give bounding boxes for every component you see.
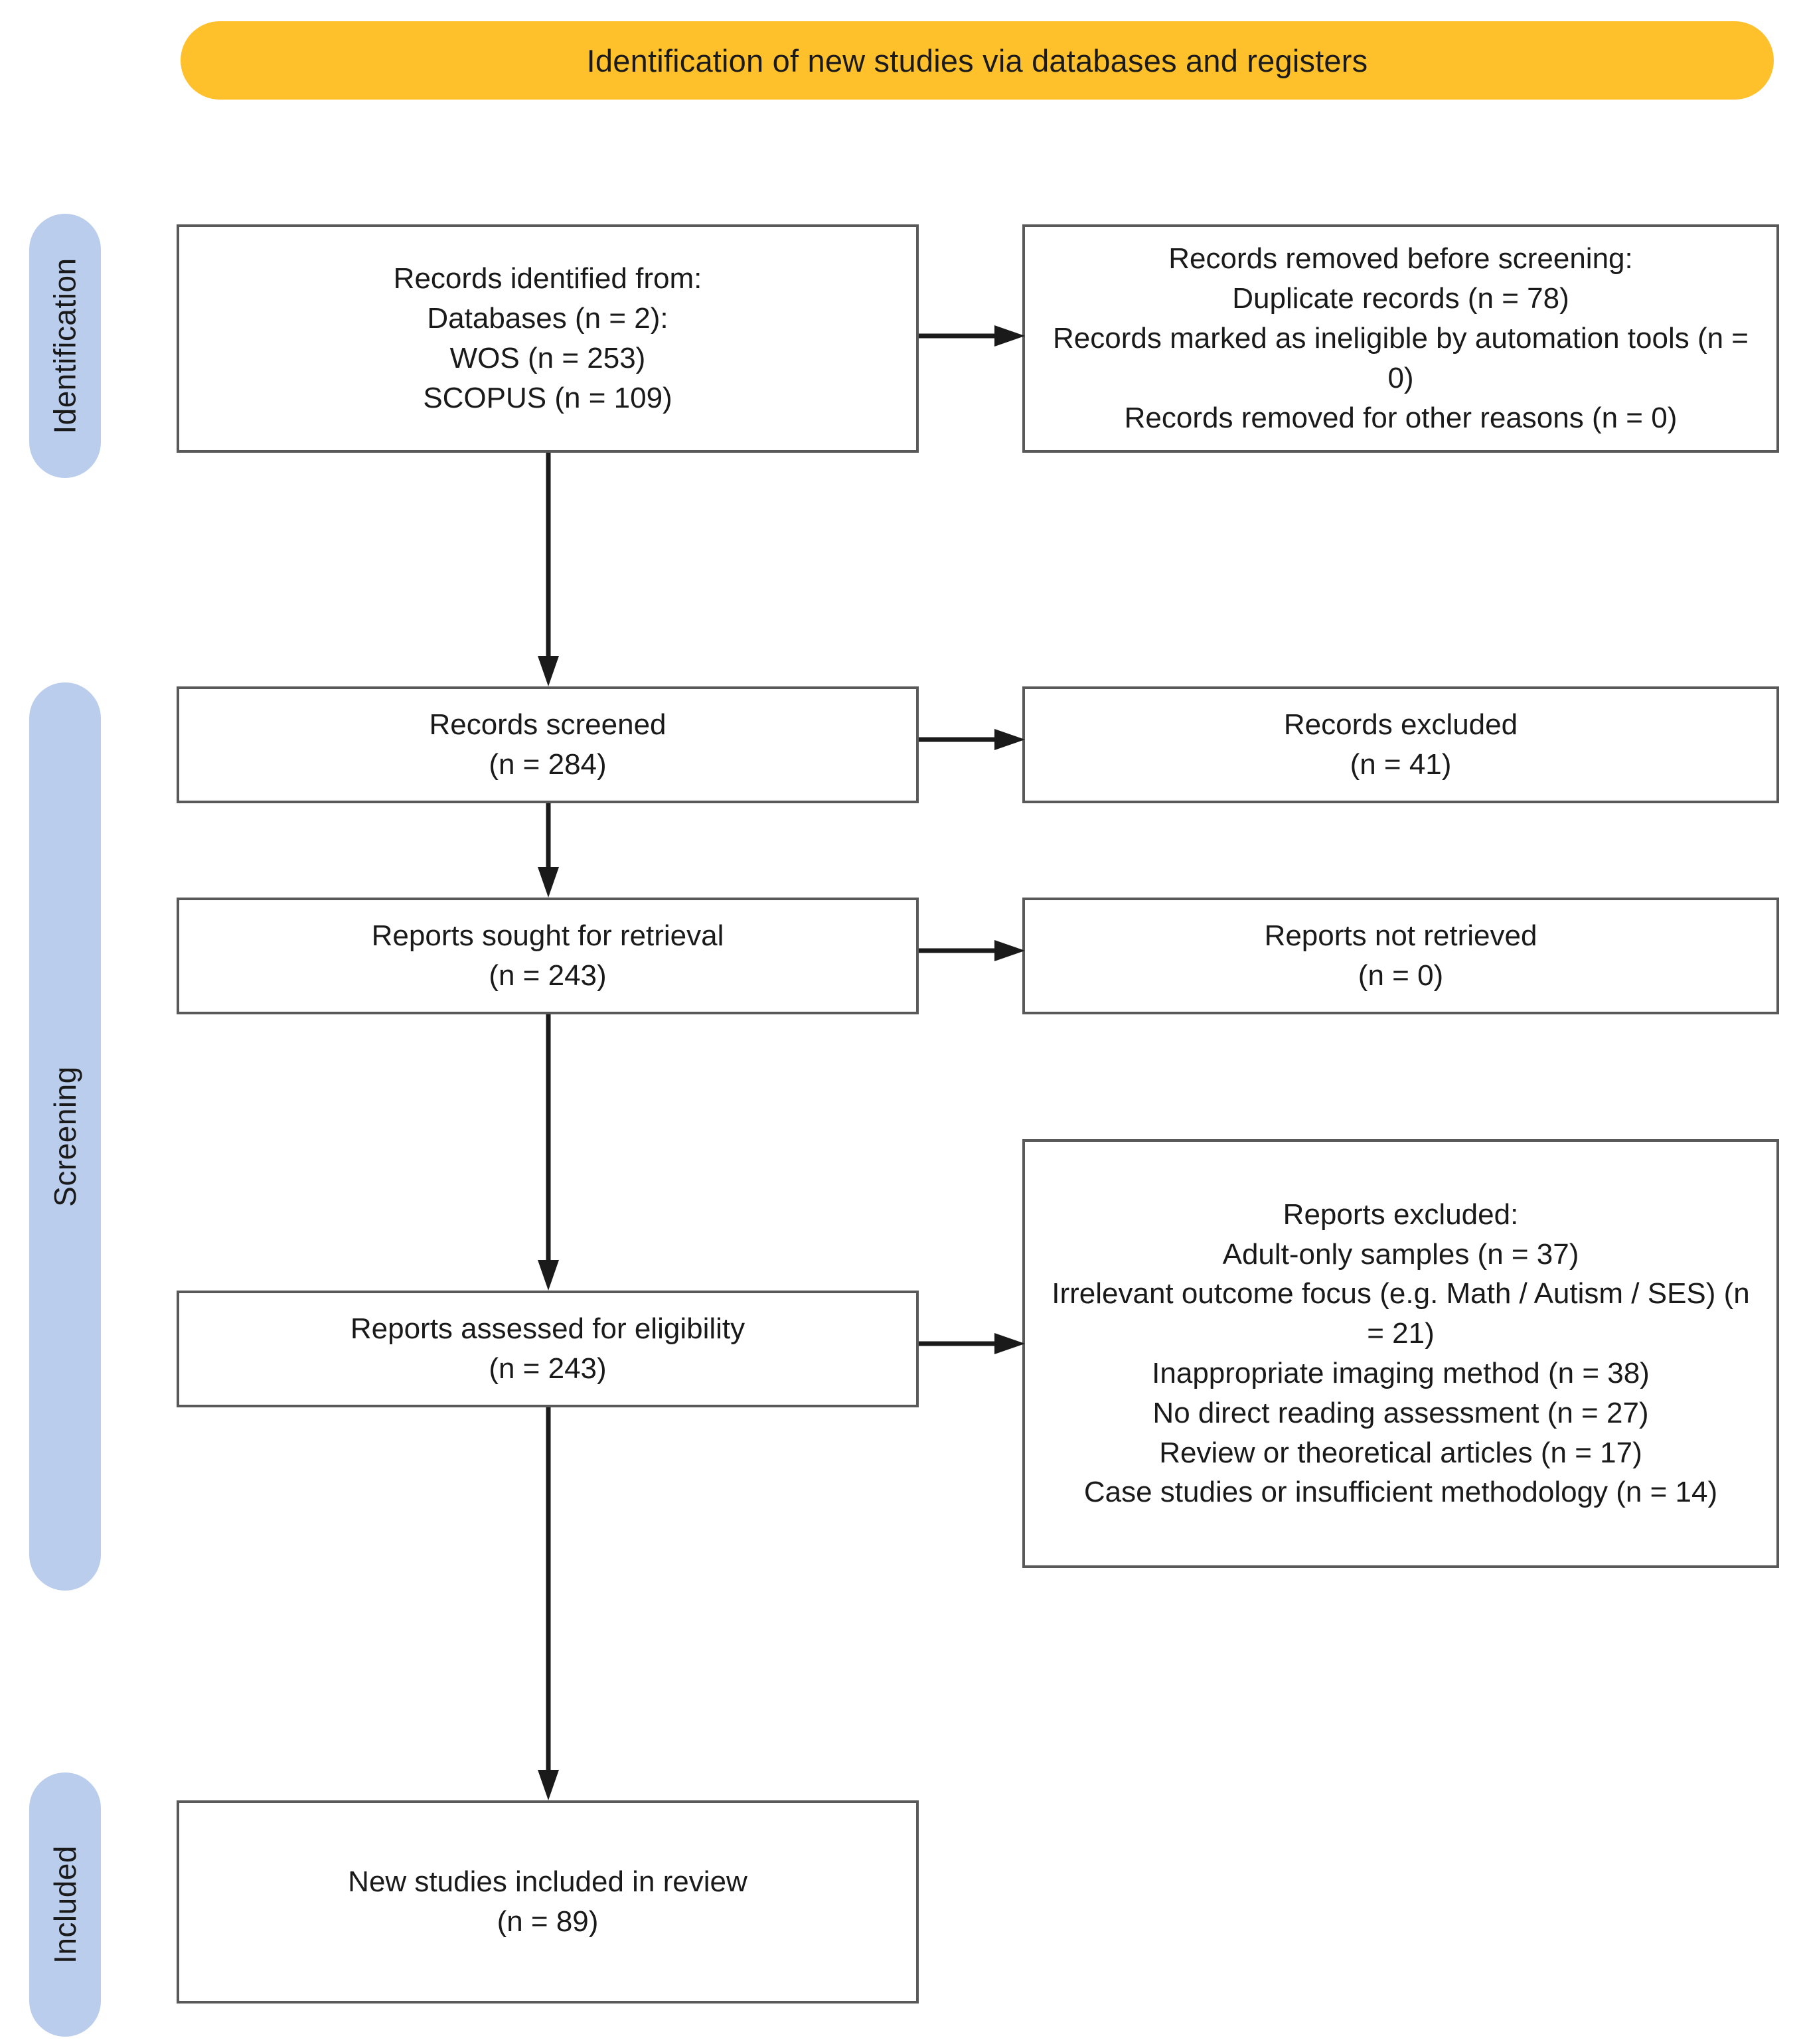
box-line: (n = 284) — [489, 748, 607, 781]
box-line: (n = 0) — [1358, 959, 1444, 992]
box-records-removed-before-screening: Records removed before screening: Duplic… — [1022, 224, 1779, 453]
arrow-screened-to-records-excluded — [919, 726, 1025, 753]
arrow-assessed-to-reports-excluded — [919, 1330, 1025, 1357]
box-line: (n = 89) — [497, 1905, 599, 1938]
arrow-assessed-to-included — [535, 1407, 562, 1800]
stage-label-included: Included — [29, 1772, 101, 2037]
box-line: WOS (n = 253) — [449, 342, 646, 374]
stage-label-identification: Identification — [29, 214, 101, 478]
arrow-screened-to-sought — [535, 803, 562, 898]
stage-label-screening: Screening — [29, 682, 101, 1591]
box-line: Records identified from: — [393, 262, 702, 295]
arrow-identified-to-screened — [535, 453, 562, 686]
diagram-header-banner: Identification of new studies via databa… — [181, 21, 1774, 100]
box-line: Reports sought for retrieval — [371, 919, 724, 953]
box-records-identified: Records identified from: Databases (n = … — [177, 224, 919, 453]
arrow-sought-to-not-retrieved — [919, 937, 1025, 964]
arrow-identified-to-removed — [919, 323, 1025, 349]
box-line: Review or theoretical articles (n = 17) — [1159, 1436, 1642, 1469]
stage-label-screening-text: Screening — [48, 1066, 83, 1207]
box-line: Irrelevant outcome focus (e.g. Math / Au… — [1052, 1277, 1758, 1350]
box-line: No direct reading assessment (n = 27) — [1152, 1396, 1649, 1429]
box-line: Records screened — [429, 708, 666, 742]
diagram-title: Identification of new studies via databa… — [586, 42, 1368, 78]
box-line: Reports assessed for eligibility — [350, 1312, 745, 1346]
box-line: Records marked as ineligible by automati… — [1053, 322, 1757, 394]
arrow-sought-to-assessed — [535, 1014, 562, 1291]
box-line: Inappropriate imaging method (n = 38) — [1152, 1357, 1650, 1389]
box-line: Records excluded — [1283, 708, 1518, 742]
box-line: Records removed for other reasons (n = 0… — [1124, 401, 1678, 434]
stage-label-included-text: Included — [48, 1846, 83, 1964]
box-reports-not-retrieved: Reports not retrieved (n = 0) — [1022, 898, 1779, 1014]
box-line: SCOPUS (n = 109) — [423, 381, 672, 414]
box-new-studies-included-in-review: New studies included in review (n = 89) — [177, 1800, 919, 2004]
box-reports-assessed-for-eligibility: Reports assessed for eligibility (n = 24… — [177, 1291, 919, 1407]
box-reports-sought-for-retrieval: Reports sought for retrieval (n = 243) — [177, 898, 919, 1014]
box-line: Adult-only samples (n = 37) — [1222, 1237, 1579, 1271]
box-reports-excluded: Reports excluded: Adult-only samples (n … — [1022, 1139, 1779, 1568]
stage-label-identification-text: Identification — [48, 258, 82, 434]
box-line: Case studies or insufficient methodology… — [1083, 1476, 1718, 1509]
box-line: Records removed before screening: — [1168, 242, 1633, 275]
box-records-excluded: Records excluded (n = 41) — [1022, 686, 1779, 803]
box-line: Databases (n = 2): — [427, 302, 668, 335]
box-line: Duplicate records (n = 78) — [1232, 282, 1569, 315]
box-line: New studies included in review — [348, 1865, 747, 1899]
box-line: Reports not retrieved — [1264, 919, 1537, 953]
box-line: (n = 243) — [489, 959, 607, 992]
box-line: (n = 243) — [489, 1352, 607, 1385]
box-records-screened: Records screened (n = 284) — [177, 686, 919, 803]
box-line: Reports excluded: — [1283, 1198, 1519, 1231]
box-line: (n = 41) — [1350, 748, 1452, 781]
